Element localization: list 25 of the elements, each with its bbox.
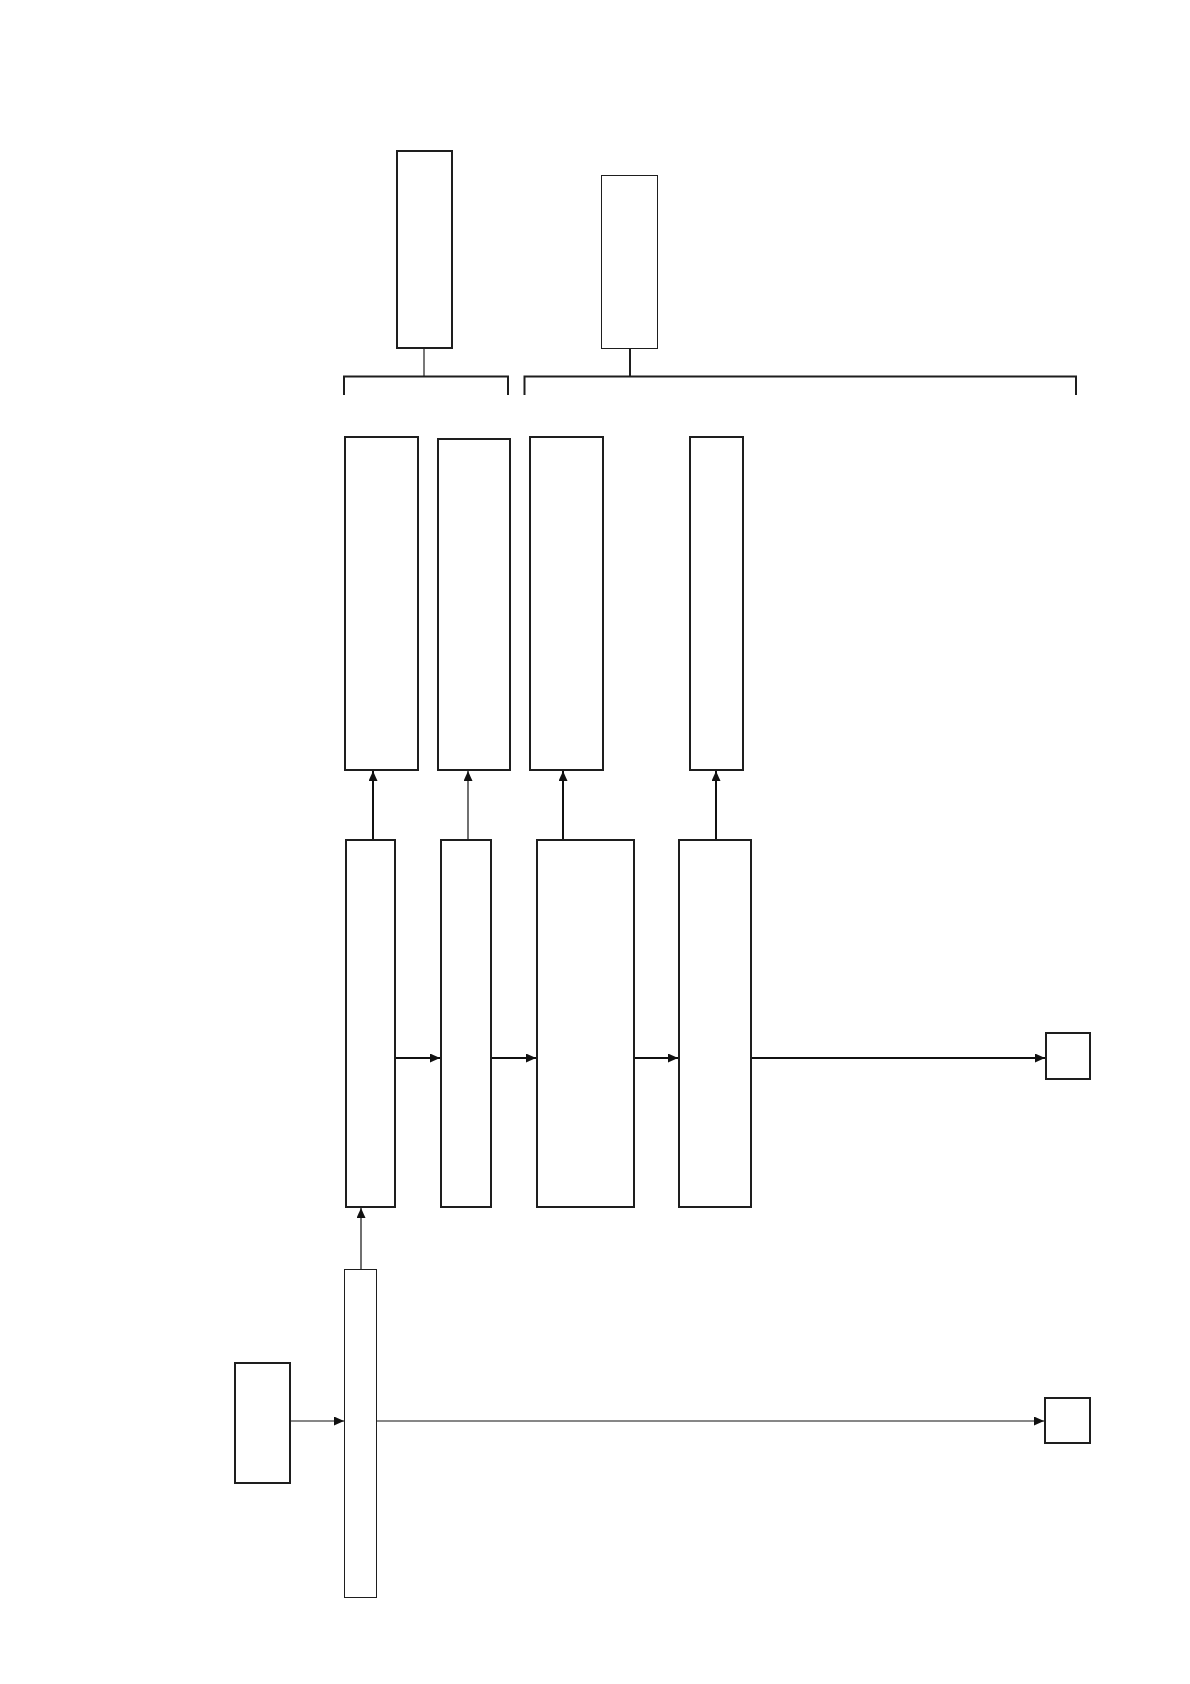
empty-box bbox=[344, 436, 419, 771]
arrow bbox=[558, 770, 568, 840]
arrow bbox=[368, 770, 378, 840]
empty-box bbox=[1045, 1032, 1091, 1080]
empty-box bbox=[678, 839, 752, 1208]
empty-box bbox=[440, 839, 492, 1208]
arrow bbox=[395, 1053, 441, 1063]
empty-box bbox=[437, 438, 511, 771]
empty-box bbox=[396, 150, 453, 349]
empty-box bbox=[1044, 1397, 1091, 1444]
empty-box bbox=[689, 436, 744, 771]
arrow bbox=[376, 1416, 1045, 1426]
arrow bbox=[356, 1207, 366, 1270]
arrow bbox=[491, 1053, 537, 1063]
arrow bbox=[751, 1053, 1046, 1063]
arrow bbox=[290, 1416, 345, 1426]
empty-box bbox=[345, 839, 396, 1208]
empty-box bbox=[234, 1362, 291, 1484]
empty-box bbox=[529, 436, 604, 771]
empty-box bbox=[536, 839, 635, 1208]
empty-box bbox=[344, 1269, 377, 1598]
empty-box bbox=[601, 175, 658, 349]
arrow bbox=[463, 770, 473, 840]
arrow bbox=[634, 1053, 679, 1063]
arrow bbox=[711, 770, 721, 840]
